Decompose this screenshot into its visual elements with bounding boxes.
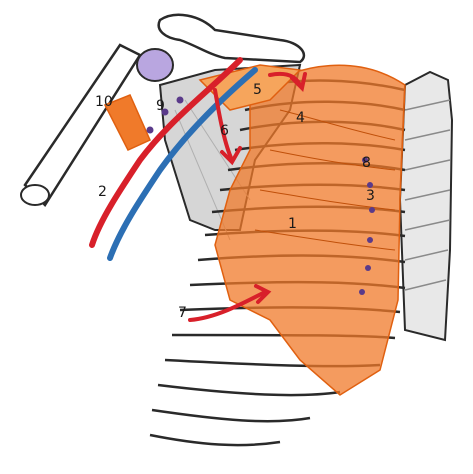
label-2: 2 xyxy=(98,184,107,200)
label-3: 3 xyxy=(366,188,375,204)
nerve-dots xyxy=(146,96,375,295)
label-4: 4 xyxy=(296,110,305,126)
label-6: 6 xyxy=(220,123,229,139)
label-10: 10 xyxy=(95,94,113,110)
coracobrachialis-muscle xyxy=(103,94,151,151)
vertebral-column xyxy=(398,70,454,342)
motion-arrows xyxy=(188,71,307,322)
humerus xyxy=(20,43,174,207)
label-9: 9 xyxy=(156,98,165,114)
label-5: 5 xyxy=(253,82,262,98)
axillary-vessels xyxy=(89,57,258,261)
number-labels: 1 2 3 4 5 6 7 8 9 10 xyxy=(95,82,375,321)
label-1: 1 xyxy=(288,216,297,232)
label-7: 7 xyxy=(178,305,187,321)
label-8: 8 xyxy=(362,155,371,171)
clavicle xyxy=(157,13,306,64)
